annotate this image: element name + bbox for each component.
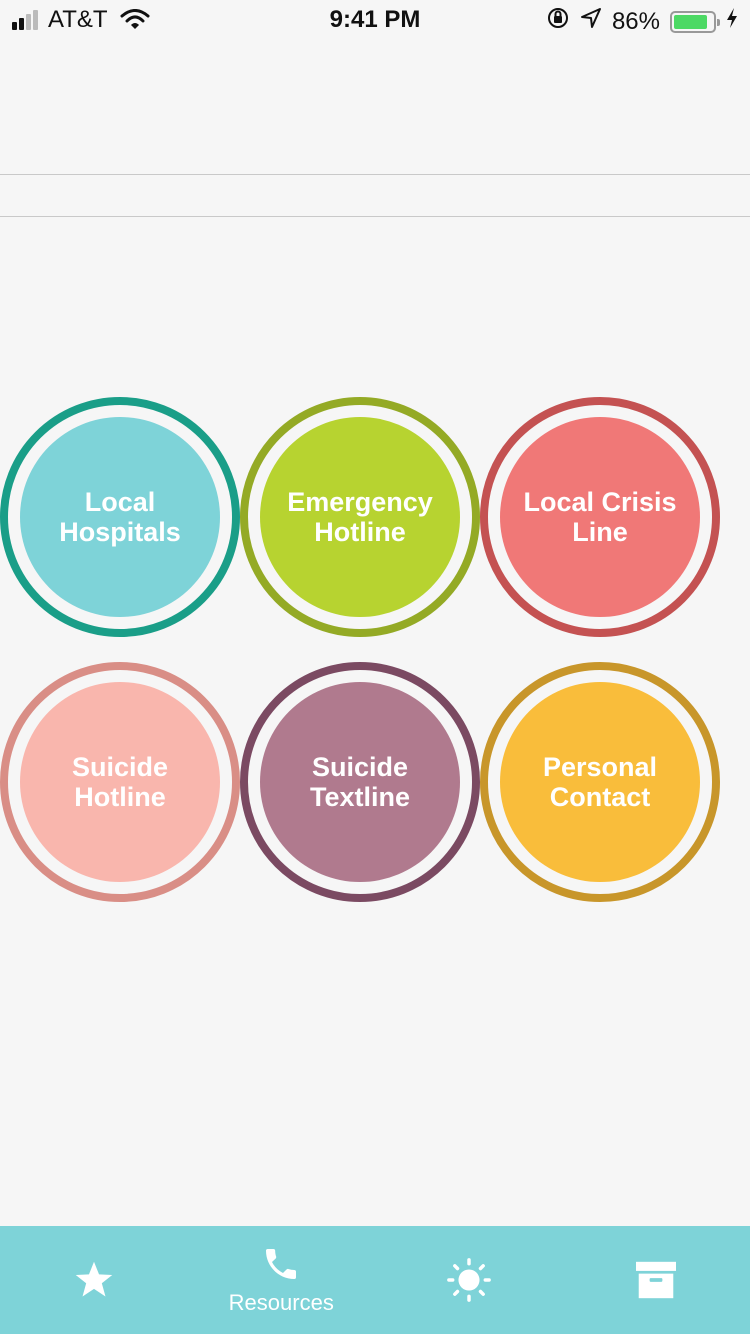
local-crisis-line-button[interactable]: Local Crisis Line bbox=[480, 397, 720, 637]
battery-icon bbox=[670, 10, 720, 33]
signal-icon bbox=[12, 10, 40, 30]
suicide-hotline-label: Suicide Hotline bbox=[71, 752, 169, 812]
local-hospitals-circle: Local Hospitals bbox=[20, 417, 220, 617]
local-crisis-line-circle: Local Crisis Line bbox=[500, 417, 700, 617]
status-right: 86% bbox=[536, 6, 738, 37]
local-hospitals-label: Local Hospitals bbox=[59, 487, 181, 547]
battery-percent: 86% bbox=[611, 7, 660, 35]
carrier-name: AT&T bbox=[48, 6, 108, 33]
star-icon bbox=[75, 1261, 113, 1297]
status-left: AT&T bbox=[12, 6, 150, 34]
local-hospitals-button[interactable]: Local Hospitals bbox=[0, 397, 240, 637]
suicide-textline-label: Suicide Textline bbox=[309, 752, 411, 812]
local-crisis-line-label: Local Crisis Line bbox=[523, 487, 677, 547]
emergency-hotline-circle: Emergency Hotline bbox=[260, 417, 460, 617]
location-icon bbox=[580, 7, 602, 36]
suicide-textline-button[interactable]: Suicide Textline bbox=[240, 662, 480, 902]
suicide-textline-circle: Suicide Textline bbox=[260, 682, 460, 882]
sun-icon bbox=[446, 1258, 491, 1302]
archive-box-icon bbox=[636, 1261, 677, 1299]
tab-resources-label: Resources bbox=[228, 1290, 334, 1315]
tab-wellness[interactable] bbox=[375, 1226, 563, 1334]
personal-contact-label: Personal Contact bbox=[542, 752, 658, 812]
personal-contact-circle: Personal Contact bbox=[500, 682, 700, 882]
orientation-lock-icon bbox=[546, 6, 570, 37]
tab-bar: Resources bbox=[0, 1226, 750, 1334]
wifi-icon bbox=[120, 9, 150, 31]
charging-icon bbox=[726, 7, 738, 36]
phone-icon bbox=[266, 1249, 297, 1279]
battery-fill bbox=[674, 14, 707, 29]
emergency-hotline-label: Emergency Hotline bbox=[287, 487, 433, 547]
suicide-hotline-button[interactable]: Suicide Hotline bbox=[0, 662, 240, 902]
tab-favorites[interactable] bbox=[0, 1226, 188, 1334]
emergency-hotline-button[interactable]: Emergency Hotline bbox=[240, 397, 480, 637]
header-divider-top bbox=[0, 174, 750, 175]
header-divider-bottom bbox=[0, 216, 750, 217]
suicide-hotline-circle: Suicide Hotline bbox=[20, 682, 220, 882]
tab-resources[interactable]: Resources bbox=[188, 1226, 376, 1334]
tab-archive[interactable] bbox=[563, 1226, 750, 1334]
personal-contact-button[interactable]: Personal Contact bbox=[480, 662, 720, 902]
status-bar: AT&T 9:41 PM 86% bbox=[0, 0, 750, 40]
